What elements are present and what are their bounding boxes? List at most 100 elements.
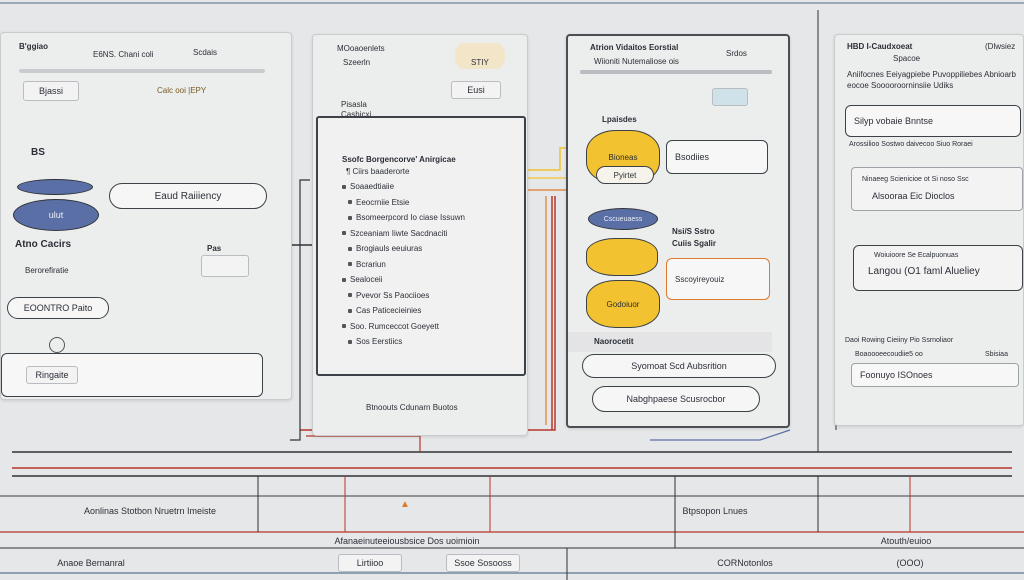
list-item-label: Brogiauls eeuiuras [356, 244, 423, 253]
inner-card: Ssofc Borgencorve' Anirgicae ¶ Ciirs baa… [316, 116, 526, 376]
sub2: Cashicxi [341, 110, 372, 119]
row-b-title: Ninaeeg Scienicioe ot Si noso Ssc [862, 176, 969, 183]
field-label: Szeerln [343, 58, 371, 67]
output-box[interactable]: EOONTRO Paito [7, 297, 109, 319]
list-item-label: Cas Paticecieinies [356, 306, 422, 315]
bottom-field-label: Ringaite [26, 366, 78, 384]
callout2-field[interactable]: Sscoyireyouiz [666, 258, 770, 300]
callout-field[interactable]: Bsodiies [666, 140, 768, 174]
list-item[interactable]: Pvevor Ss Paociioes [348, 291, 429, 300]
panel-link[interactable]: Calc ooi |EPY [157, 86, 207, 95]
bullet-icon [342, 324, 346, 328]
list-item[interactable]: Bcrariun [348, 260, 386, 269]
row2-header: Afanaeinuteeiousbsice Dos uoimioin [334, 536, 480, 546]
small-box [201, 255, 249, 277]
panel-center-right: Atrion Vidaitos Eorstial Wiioniti Nutema… [566, 34, 790, 428]
panel-title: HBD I-Caudxoeat [847, 42, 913, 51]
pill-button-1[interactable]: Syomoat Scd Aubsrition [582, 354, 776, 378]
row-c-title: Woiuioore Se Ecalpuonuas [874, 252, 959, 259]
cell-r3-3[interactable]: Ssoe Sosooss [446, 554, 520, 572]
row-d-badge: Sbisiaa [985, 351, 1008, 358]
panel-badge: Scdais [193, 48, 218, 57]
circle-node-icon [49, 337, 65, 353]
ellipse-node: Cscueuaess [588, 208, 658, 230]
panel-subtitle: Wiioniti Nutemaliose ois [594, 57, 679, 66]
badge2[interactable]: Eusi [451, 81, 501, 99]
db-label: Lpaisdes [602, 115, 637, 124]
list-item[interactable]: Bsomeerpcord Io ciase Issuwn [348, 213, 465, 222]
pill-button-2[interactable]: Nabghpaese Scusrocbor [592, 386, 760, 412]
list-item[interactable]: Sos Eerstiics [348, 337, 402, 346]
list-item-label: Soo. Rumceccot Goeyett [350, 321, 439, 331]
card-b: Ninaeeg Scienicioe ot Si noso Ssc Alsoor… [851, 167, 1023, 211]
database-pill: ulut [13, 199, 99, 231]
panel-desc: Aniifocnes Eeiyagpiebe Puvoppiliebes Abn… [847, 70, 1017, 90]
row-a: Arossilioo Sostwo daivecoo Siuo Roraei [849, 141, 973, 148]
list-item[interactable]: Soo. Rumceccot Goeyett [342, 322, 439, 331]
bottom-field[interactable]: Ringaite [1, 353, 263, 397]
panel-title: B'ggiao [19, 42, 49, 51]
database-2-top [586, 238, 658, 276]
row-b-text: Alsooraa Eic Dioclos [872, 191, 955, 201]
panel-badge: Srdos [726, 49, 747, 58]
tab-bjassi[interactable]: Bjassi [23, 81, 79, 101]
list-item-label: Bcrariun [356, 259, 386, 269]
db-top-icon [17, 179, 93, 195]
list-item-label: Szceaniam Iiwte Sacdnaciti [350, 228, 448, 238]
sub1: Pisasla [341, 100, 367, 109]
list-item[interactable]: Soaaedtiaiie [342, 182, 394, 191]
list-item[interactable]: Brogiauls eeuiuras [348, 244, 422, 253]
list-item[interactable]: Eeocrniie Etsie [348, 198, 409, 207]
cell-r1-4: Btpsopon Lnues [682, 506, 748, 516]
list-item-label: Soaaedtiaiie [350, 182, 395, 191]
cell-r3-2[interactable]: Lirtiioo [338, 554, 402, 572]
divider [19, 69, 265, 73]
bullet-icon [348, 339, 352, 344]
bullet-icon [348, 215, 352, 220]
panel-badge: (Dlwsiez [985, 42, 1016, 51]
bullet-icon [342, 277, 346, 282]
list-item-label: Eeocrniie Etsie [356, 197, 410, 207]
row-c-text: Langou (O1 faml Alueliey [868, 266, 980, 277]
panel-tag: Spacoe [893, 54, 921, 63]
node-title: Nsi/S Sstro [672, 227, 715, 236]
marker-label: BS [31, 147, 45, 158]
list-item-label: Pvevor Ss Paociioes [356, 290, 430, 300]
bullet-icon [342, 231, 346, 235]
bullet-icon [342, 184, 346, 189]
panel-left: B'ggiao E6NS. Chani coli Scdais Bjassi C… [0, 32, 292, 400]
row2-right: Atouth/euioo [880, 536, 932, 546]
panel2-footer: Btnoouts Cdunarn Buotos [366, 403, 458, 412]
row-d-title: Daoi Rowing Cieiiny Pio Ssrnoliaor [845, 337, 954, 344]
database-2: Godoiuor [586, 280, 660, 328]
field-1[interactable]: Silyp vobaie Bnntse [845, 105, 1021, 137]
toggle-chip[interactable] [712, 88, 748, 106]
node-sub: Cuiis Sgalir [672, 239, 717, 248]
bullet-icon [348, 246, 352, 251]
inner-title: Ssofc Borgencorve' Anirgicae [342, 155, 456, 164]
card-d: Daoi Rowing Cieiiny Pio Ssrnoliaor Boaoo… [845, 333, 1021, 395]
cell-r3-4: CORNotonlos [717, 558, 773, 568]
arrow-label: Atno Cacirs [15, 239, 72, 250]
card-c[interactable]: Woiuioore Se Ecalpuonuas Langou (O1 faml… [853, 245, 1023, 291]
panel-header: E6NS. Chani coli [93, 50, 154, 59]
list-item[interactable]: Sealoceii [342, 275, 382, 284]
flow-box[interactable]: Eaud Raiiiency [109, 183, 267, 209]
list-item[interactable]: Szceaniam Iiwte Sacdnaciti [342, 229, 447, 238]
db-sub: Pyirtet [596, 166, 654, 184]
panel-title: Atrion Vidaitos Eorstial [590, 43, 679, 52]
row-d-field[interactable]: Foonuyo ISOnoes [851, 363, 1019, 387]
list-item-label: Sealoceii [350, 275, 383, 284]
sub-label: Berorefiratie [25, 266, 69, 275]
inner-sub: ¶ Ciirs baaderorte [346, 167, 410, 176]
warning-icon: ▲ [400, 499, 410, 510]
cell-r3-5: (OOO) [896, 558, 924, 568]
list-item[interactable]: Cas Paticecieinies [348, 306, 421, 315]
bullet-icon [348, 262, 352, 266]
panel-right: HBD I-Caudxoeat (Dlwsiez Spacoe Aniifocn… [834, 34, 1024, 426]
bullet-icon [348, 308, 352, 313]
row-d-list: Boaoooeecoudiie5 oo [855, 351, 923, 358]
cell-r1-1: Aonlinas Stotbon Nruetrn Imeiste [83, 506, 217, 516]
bullet-icon [348, 293, 352, 297]
arrow-value: Pas [207, 244, 222, 253]
